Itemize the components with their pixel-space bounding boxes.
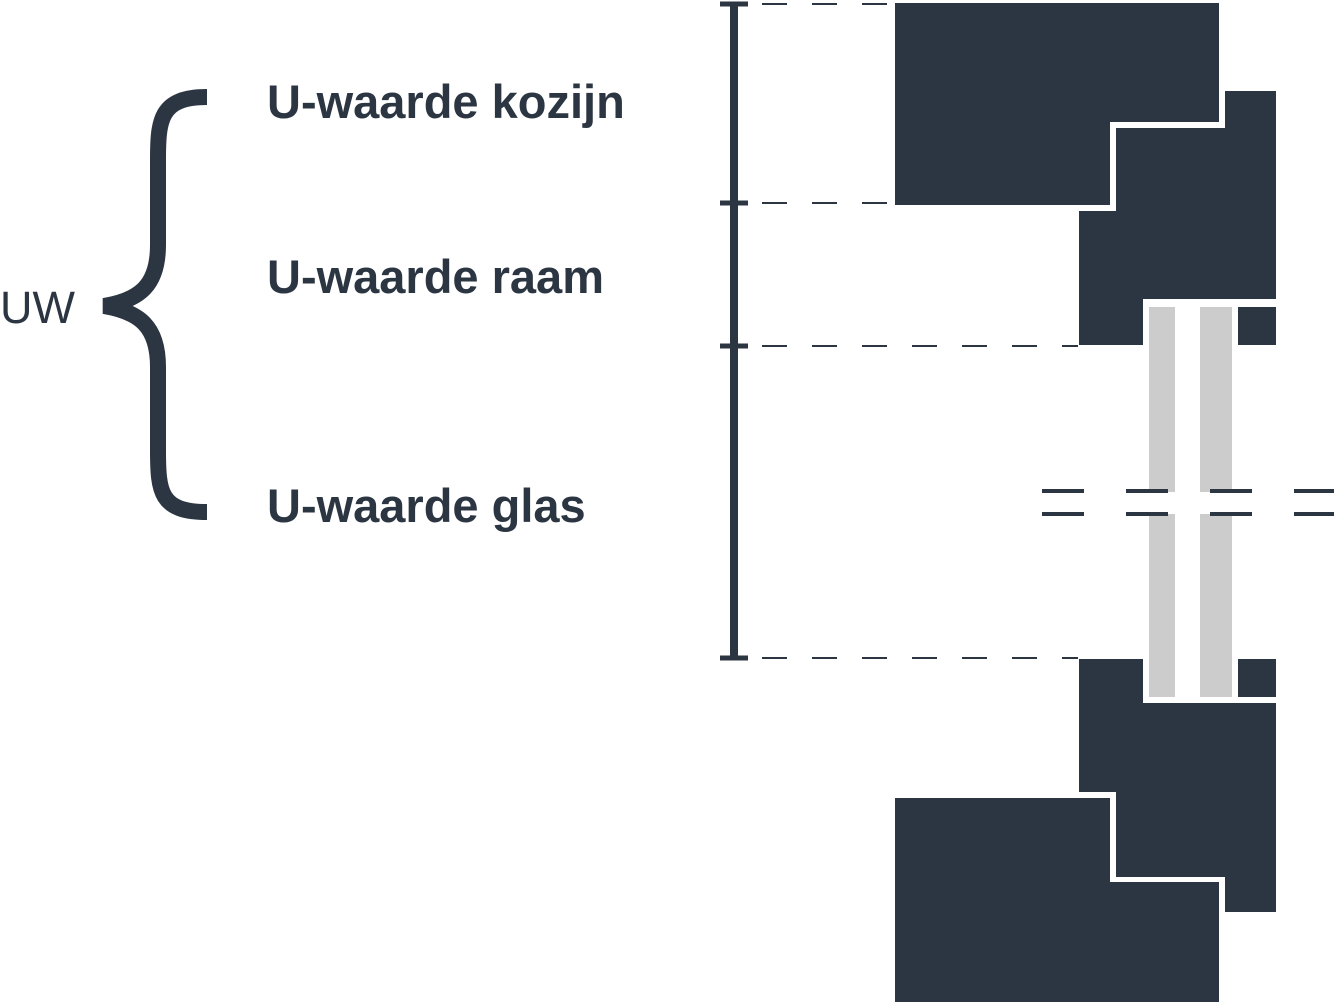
frame-bottom (895, 798, 1219, 1002)
uw-label: UW (0, 282, 75, 333)
label-uwaarde-glas: U-waarde glas (267, 479, 586, 532)
sash-bottom (1079, 659, 1276, 912)
sash-top (1079, 91, 1276, 345)
window-section-top (895, 3, 1276, 345)
glazing-bead-top (1238, 307, 1276, 345)
dashed-guides (762, 3, 1078, 659)
glazing-bead-bottom (1238, 659, 1276, 697)
window-section-bottom (895, 659, 1276, 1002)
curly-brace (102, 89, 208, 520)
label-uwaarde-kozijn: U-waarde kozijn (267, 75, 625, 128)
break-gap (1040, 492, 1334, 514)
label-uwaarde-raam: U-waarde raam (267, 250, 604, 303)
dimension-bar (720, 1, 748, 661)
frame-top (895, 3, 1219, 205)
